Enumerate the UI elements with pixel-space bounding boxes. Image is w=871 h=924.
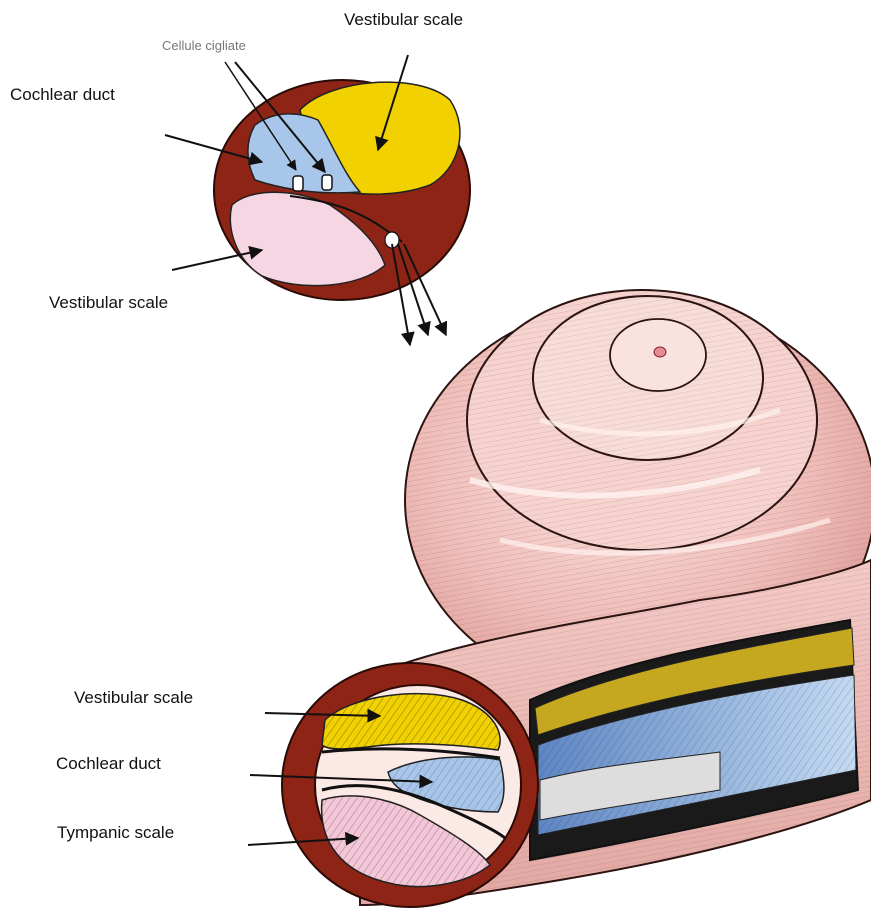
label-bottom-cochlear-duct: Cochlear duct [56,755,161,772]
label-bottom-tympanic-scale: Tympanic scale [57,824,174,841]
label-top-cochlear-duct: Cochlear duct [10,86,115,103]
hair-cell-2 [322,175,332,190]
label-top-vestibular-scale: Vestibular scale [344,11,463,28]
bottom-cross-section [282,663,538,907]
hair-cell-1 [293,176,303,191]
top-cross-section [214,80,470,345]
label-bottom-vestibular-scale: Vestibular scale [74,689,193,706]
label-cellule-cigliate: Cellule cigliate [162,39,246,52]
helicotrema [654,347,666,357]
label-top-vestibular-scale-lower: Vestibular scale [49,294,168,311]
